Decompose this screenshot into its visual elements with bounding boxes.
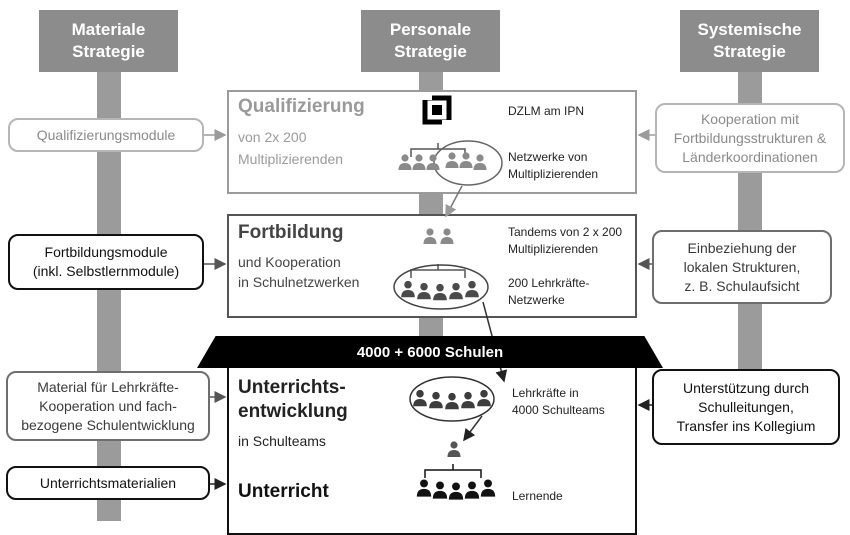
person-icon bbox=[426, 154, 440, 170]
systemic-header-line2: Strategie bbox=[713, 42, 786, 61]
einbeziehung-box: Einbeziehung der lokalen Strukturen, z. … bbox=[652, 230, 832, 304]
person-icon bbox=[447, 441, 461, 457]
person-icon bbox=[412, 154, 426, 170]
dzlm-logo-icon bbox=[418, 93, 456, 127]
personal-header-line2: Strategie bbox=[394, 42, 467, 61]
unterricht-title: Unterricht bbox=[238, 481, 329, 502]
person-icon bbox=[423, 228, 437, 244]
material-line3: bezogene Schulentwicklung bbox=[21, 416, 195, 433]
systemic-header-line1: Systemische bbox=[697, 20, 802, 39]
person-icon bbox=[473, 154, 487, 170]
qualifizierung-sub1: von 2x 200 bbox=[238, 129, 307, 145]
unterricht-panel bbox=[227, 365, 637, 535]
flow-arrow-qual-to-tandem bbox=[445, 185, 463, 218]
lehrkraefte-netzwerke-line1: 200 Lehrkräfte- bbox=[508, 276, 590, 290]
schulteams-line1: Lehrkräfte in bbox=[512, 386, 579, 400]
network-ellipse-teams bbox=[409, 376, 495, 422]
schools-banner-text: 4000 + 6000 Schulen bbox=[356, 343, 504, 361]
netzwerke-line2: Multiplizierenden bbox=[508, 167, 599, 181]
lehrkraefte-netzwerke-line2: Netzwerke bbox=[508, 293, 565, 307]
kooperation-line2: Fortbildungsstrukturen & bbox=[673, 129, 827, 146]
person-icon bbox=[464, 481, 480, 499]
person-icon bbox=[445, 152, 459, 168]
unterstuetzung-line1: Unterstützung durch bbox=[682, 379, 810, 396]
unterrichtsentwicklung-title1: Unterrichts- bbox=[238, 377, 346, 398]
systemic-strategy-header: Systemische Strategie bbox=[680, 10, 819, 72]
person-icon bbox=[432, 481, 448, 499]
network-ellipse-qual bbox=[433, 140, 503, 186]
material-box: Material für Lehrkräfte- Kooperation und… bbox=[6, 371, 210, 441]
unterricht-sub: in Schulteams bbox=[238, 433, 326, 449]
person-icon bbox=[459, 152, 473, 168]
einbeziehung-line3: z. B. Schulaufsicht bbox=[684, 277, 800, 294]
lernende-label: Lernende bbox=[512, 489, 563, 503]
unterstuetzung-box: Unterstützung durch Schulleitungen, Tran… bbox=[652, 369, 840, 445]
unterstuetzung-line3: Transfer ins Kollegium bbox=[676, 417, 816, 434]
person-icon bbox=[480, 479, 496, 497]
connector-layer bbox=[204, 93, 655, 500]
unterrichtsmaterialien-box: Unterrichtsmaterialien bbox=[6, 466, 210, 500]
person-icon bbox=[433, 283, 447, 301]
person-icon bbox=[477, 389, 491, 407]
kooperation-line1: Kooperation mit bbox=[700, 110, 800, 127]
fortbildung-sub1: und Kooperation bbox=[238, 254, 341, 270]
schools-banner: 4000 + 6000 Schulen bbox=[197, 336, 663, 368]
kooperation-box: Kooperation mit Fortbildungsstrukturen &… bbox=[655, 103, 845, 173]
material-line1: Material für Lehrkräfte- bbox=[37, 378, 179, 395]
person-icon bbox=[449, 282, 463, 300]
person-icon bbox=[416, 479, 432, 497]
unterrichtsmaterialien-label: Unterrichtsmaterialien bbox=[39, 474, 177, 491]
qualifizierungsmodule-box: Qualifizierungsmodule bbox=[8, 118, 204, 152]
fortbildungsmodule-box: Fortbildungsmodule (inkl. Selbstlernmodu… bbox=[8, 234, 204, 290]
fortbildungsmodule-line1: Fortbildungsmodule bbox=[44, 244, 168, 260]
person-icon bbox=[413, 389, 427, 407]
person-icon bbox=[445, 392, 459, 410]
fortbildung-sub2: in Schulnetzwerken bbox=[238, 274, 360, 290]
tandems-line2: Multiplizierenden bbox=[508, 242, 599, 256]
kooperation-line3: Länderkoordinationen bbox=[682, 148, 818, 165]
material-header-line2: Strategie bbox=[72, 42, 145, 61]
schulteams-line2: 4000 Schulteams bbox=[512, 403, 605, 417]
unterstuetzung-line2: Schulleitungen, bbox=[698, 398, 794, 415]
dzlm-label: DZLM am IPN bbox=[508, 104, 585, 118]
einbeziehung-line1: Einbeziehung der bbox=[687, 239, 797, 256]
material-line2: Kooperation und fach- bbox=[39, 397, 177, 414]
flow-arrow-teams-to-teacher bbox=[463, 415, 483, 442]
person-icon bbox=[465, 280, 479, 298]
person-icon bbox=[401, 280, 415, 298]
material-header-line1: Materiale bbox=[71, 20, 146, 39]
person-icon bbox=[417, 282, 431, 300]
qualifizierung-sub2: Multiplizierenden bbox=[238, 151, 344, 167]
qualifizierungsmodule-label: Qualifizierungsmodule bbox=[36, 126, 176, 143]
fortbildung-title: Fortbildung bbox=[238, 222, 344, 243]
person-icon bbox=[440, 228, 454, 244]
tandems-line1: Tandems von 2 x 200 bbox=[508, 225, 623, 239]
personal-strategy-header: Personale Strategie bbox=[361, 10, 500, 72]
network-ellipse-fb bbox=[393, 264, 489, 310]
bracket-lernende bbox=[424, 464, 482, 478]
fortbildungsmodule-line2: (inkl. Selbstlernmodule) bbox=[32, 263, 180, 279]
person-icon bbox=[398, 154, 412, 170]
qualifizierung-title: Qualifizierung bbox=[238, 96, 365, 117]
personal-header-line1: Personale bbox=[389, 20, 472, 39]
person-icon bbox=[448, 482, 464, 500]
einbeziehung-line2: lokalen Strukturen, bbox=[683, 258, 801, 275]
person-icon bbox=[461, 391, 475, 409]
person-icon bbox=[429, 391, 443, 409]
material-strategy-header: Materiale Strategie bbox=[39, 10, 178, 72]
unterrichtsentwicklung-title2: entwicklung bbox=[238, 401, 348, 422]
netzwerke-line1: Netzwerke von bbox=[508, 150, 588, 164]
